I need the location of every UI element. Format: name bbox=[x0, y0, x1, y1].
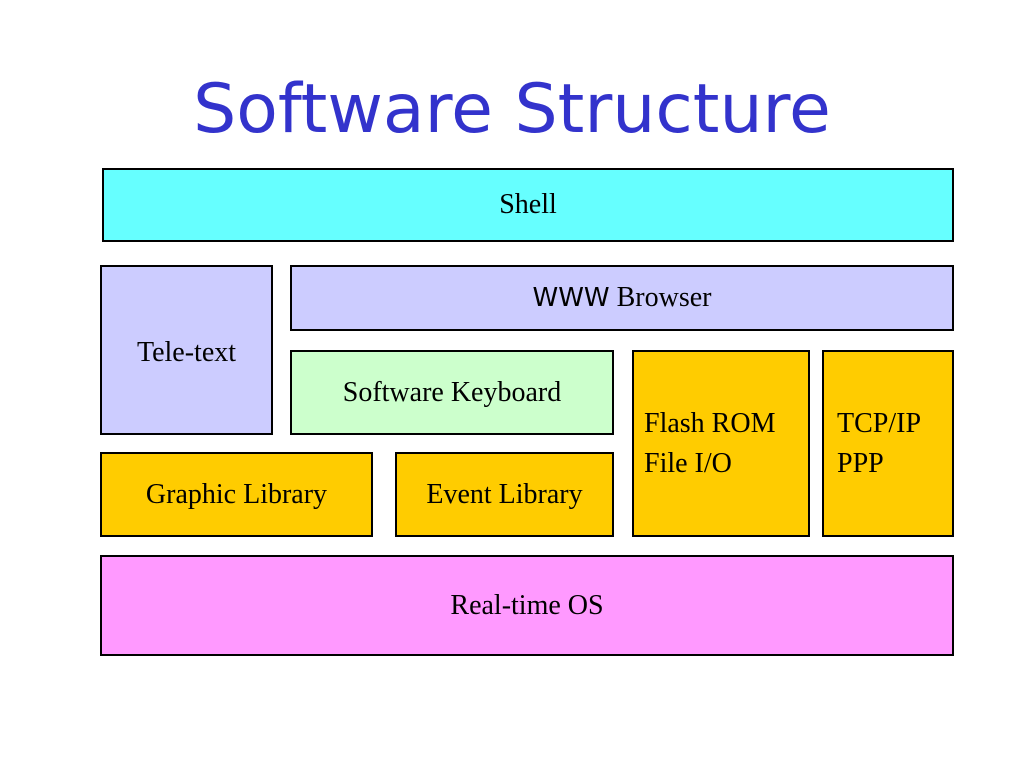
flash-rom-layer: Flash ROM File I/O bbox=[632, 350, 810, 537]
realtime-os-label: Real-time OS bbox=[450, 589, 604, 621]
event-library-label: Event Library bbox=[426, 478, 583, 510]
shell-layer: Shell bbox=[102, 168, 954, 242]
event-library-layer: Event Library bbox=[395, 452, 614, 537]
realtime-os-layer: Real-time OS bbox=[100, 555, 954, 656]
shell-label: Shell bbox=[499, 189, 557, 220]
www-browser-label: WWW Browser bbox=[533, 282, 712, 314]
slide-title: Software Structure bbox=[193, 70, 831, 149]
graphic-library-layer: Graphic Library bbox=[100, 452, 373, 537]
tele-text-layer: Tele-text bbox=[100, 265, 273, 435]
graphic-library-label: Graphic Library bbox=[145, 478, 328, 510]
tcpip-line2: PPP bbox=[837, 447, 884, 479]
flash-rom-text: Flash ROM File I/O bbox=[644, 404, 775, 484]
www-browser-prefix: WWW bbox=[532, 283, 610, 313]
tele-text-label: Tele-text bbox=[136, 337, 237, 368]
www-browser-suffix: Browser bbox=[609, 282, 712, 313]
software-keyboard-layer: Software Keyboard bbox=[290, 350, 614, 435]
tcpip-layer: TCP/IP PPP bbox=[822, 350, 954, 537]
tcpip-line1: TCP/IP bbox=[837, 407, 922, 439]
tcpip-text: TCP/IP PPP bbox=[837, 404, 921, 484]
software-keyboard-label: Software Keyboard bbox=[342, 376, 562, 408]
www-browser-layer: WWW Browser bbox=[290, 265, 954, 331]
flash-rom-line1: Flash ROM bbox=[644, 407, 776, 439]
flash-rom-line2: File I/O bbox=[644, 447, 732, 479]
